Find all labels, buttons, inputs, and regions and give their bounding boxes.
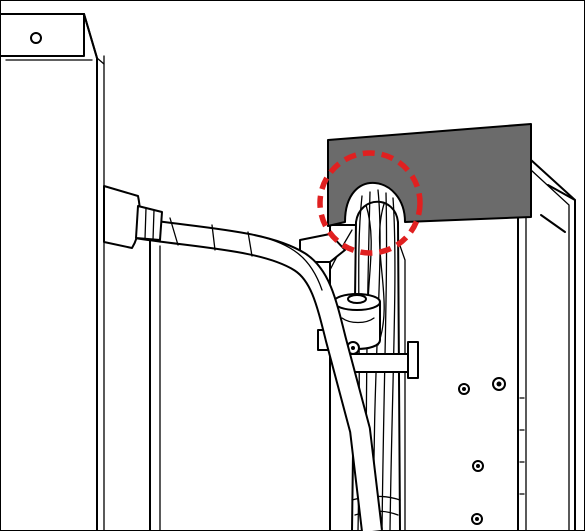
left-panel (0, 13, 105, 531)
screw-icon (492, 377, 506, 391)
cable-bracket (327, 123, 532, 227)
ferrite-coupler (333, 293, 381, 350)
hose-connector (103, 185, 163, 249)
screw-icon (458, 383, 470, 395)
highlight-circle (317, 150, 423, 256)
plate-screws (458, 377, 506, 525)
screw-icon (472, 460, 484, 472)
screw-icon (471, 513, 483, 525)
middle-panel (149, 239, 161, 531)
hose (133, 213, 383, 531)
mounting-hole (30, 32, 42, 44)
